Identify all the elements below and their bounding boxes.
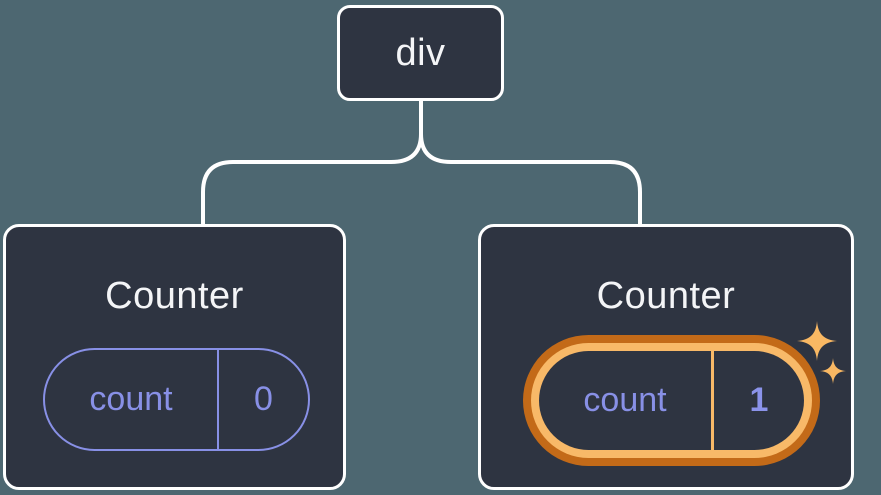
- state-name: count: [583, 381, 667, 419]
- sparkle-icon-large: [797, 321, 837, 361]
- connector-left-branch: [201, 97, 423, 228]
- state-pill: count 1: [539, 351, 804, 450]
- state-pill-divider: [711, 351, 714, 450]
- state-highlight-ring: count 1: [523, 335, 820, 466]
- state-name: count: [89, 380, 173, 418]
- counter-title: Counter: [596, 275, 736, 317]
- connector-right-branch: [419, 97, 642, 228]
- state-value: 0: [254, 380, 273, 418]
- counter-node-left: Counter count 0: [3, 224, 346, 490]
- state-value: 1: [749, 381, 769, 419]
- root-node-label: div: [395, 31, 446, 74]
- counter-title: Counter: [105, 275, 244, 317]
- state-pill-divider: [217, 350, 219, 449]
- root-node: div: [337, 5, 504, 101]
- sparkle-icon-small: [820, 358, 846, 384]
- state-pill: count 0: [43, 348, 310, 451]
- counter-node-right: Counter count 1: [478, 224, 854, 490]
- sparkle-icon: [797, 321, 846, 384]
- state-highlight-ring-inner: count 1: [531, 343, 812, 458]
